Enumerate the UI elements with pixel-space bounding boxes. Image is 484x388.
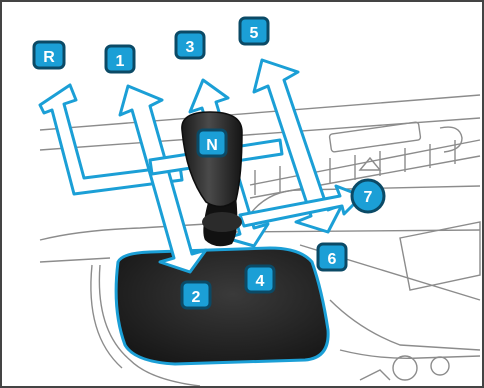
gear-badge-1: 1	[106, 46, 134, 72]
svg-text:7: 7	[364, 189, 373, 206]
gear-boot	[116, 248, 328, 364]
gear-badge-6: 6	[318, 244, 346, 270]
gear-badge-reverse: R	[34, 42, 64, 68]
gear-badge-7: 7	[352, 180, 384, 212]
gear-badge-3: 3	[176, 32, 204, 58]
svg-text:N: N	[206, 137, 218, 154]
gear-badge-neutral: N	[198, 130, 226, 156]
gear-badge-2: 2	[182, 282, 210, 308]
svg-text:6: 6	[328, 251, 337, 268]
svg-text:3: 3	[186, 39, 195, 56]
gear-badge-4: 4	[246, 266, 274, 292]
svg-text:1: 1	[116, 53, 125, 70]
svg-text:R: R	[43, 49, 55, 66]
gear-badge-5: 5	[240, 18, 268, 44]
svg-text:5: 5	[250, 25, 259, 42]
svg-text:4: 4	[256, 273, 265, 290]
svg-text:2: 2	[192, 289, 201, 306]
